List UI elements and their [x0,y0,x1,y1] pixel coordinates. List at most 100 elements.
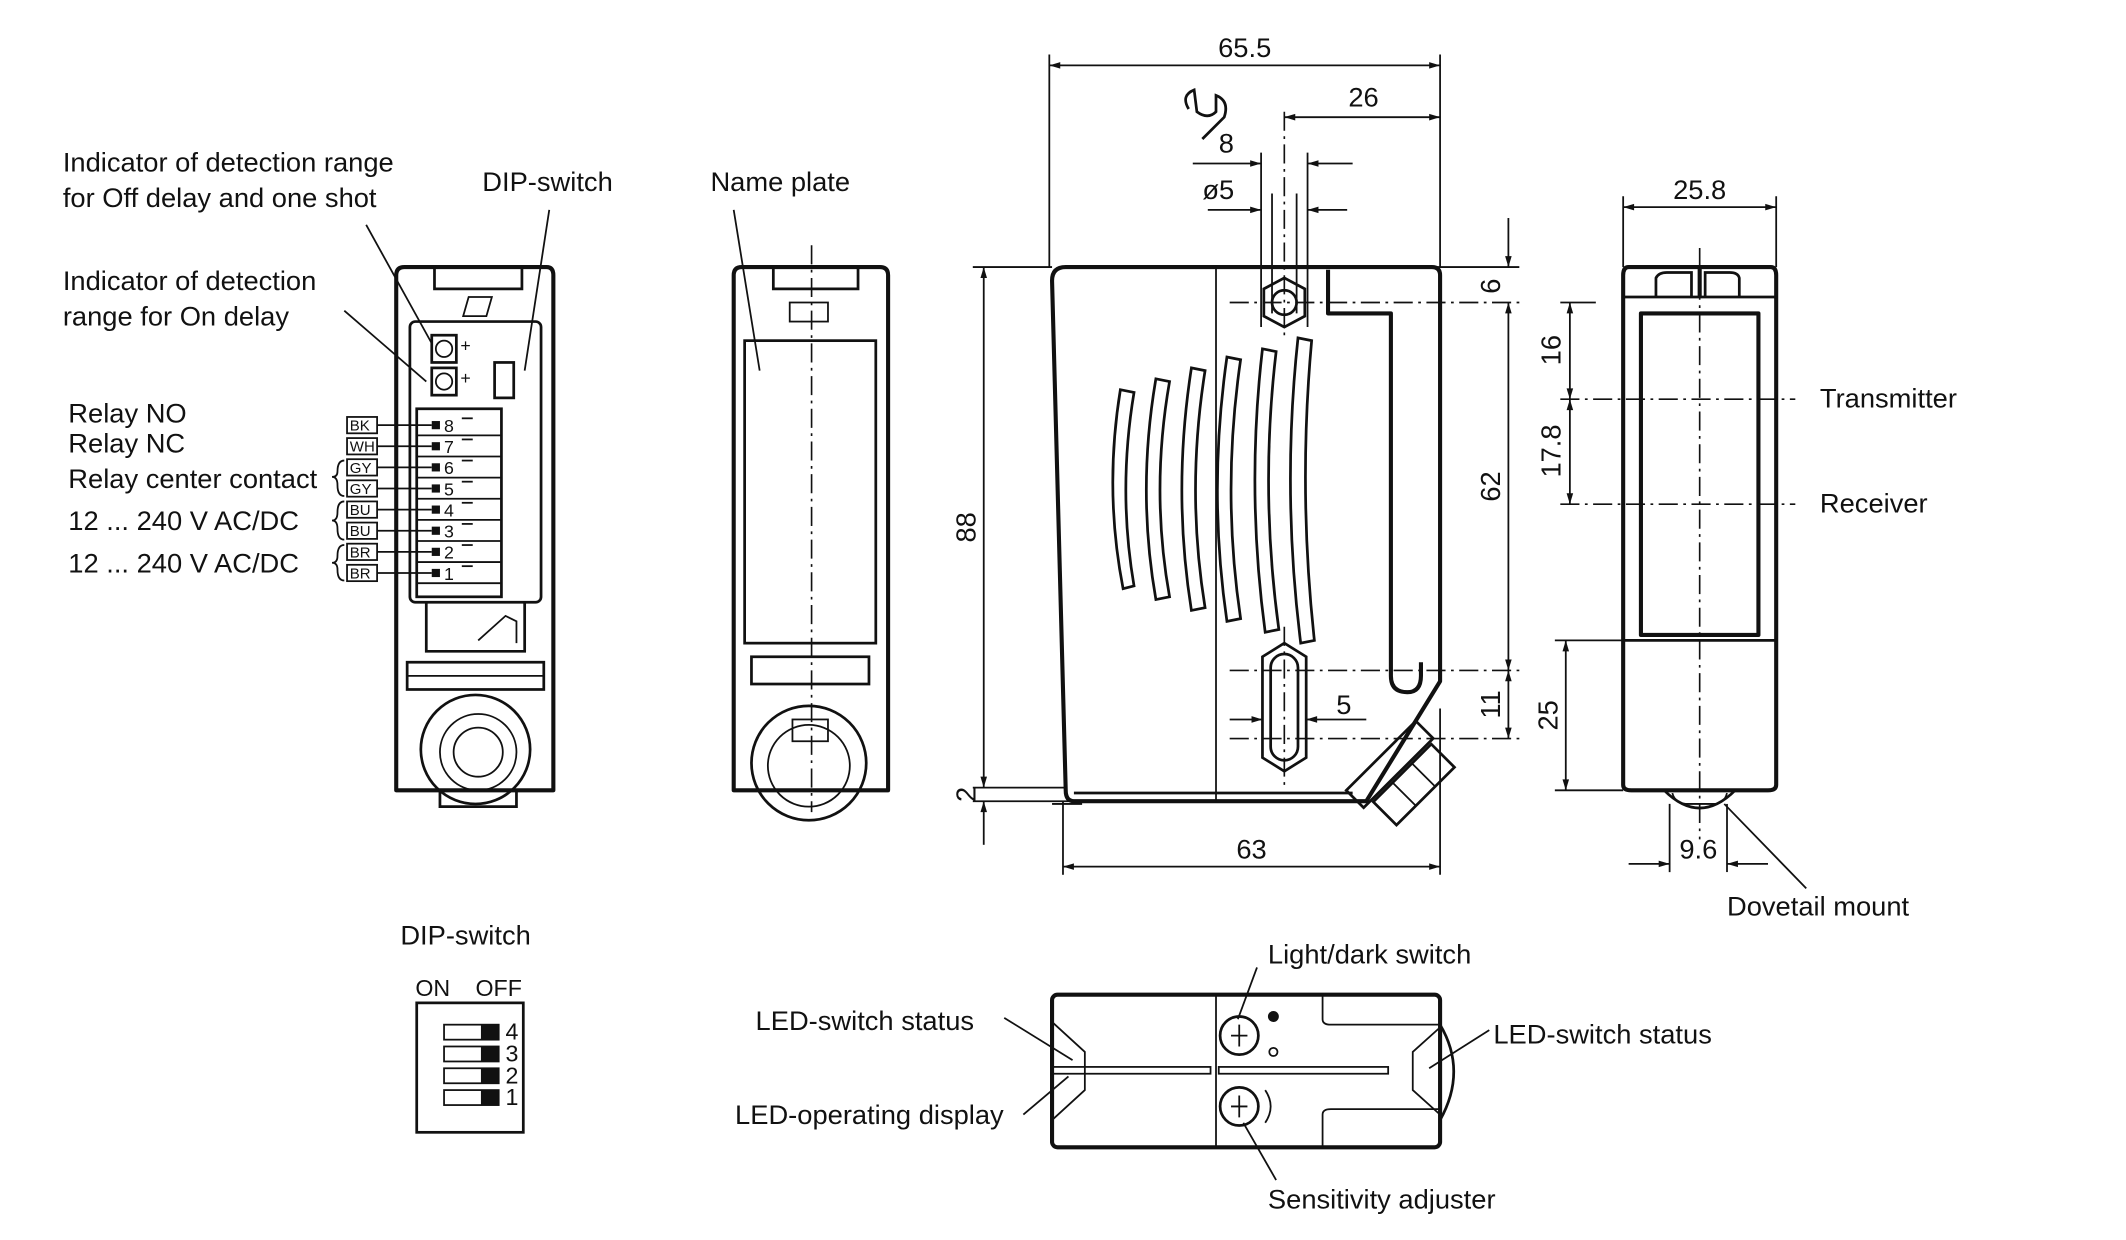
dim-slot-width: 5 [1336,689,1351,720]
side-view-mount-slot [1325,269,1424,695]
optical-window-arcs [1111,336,1316,645]
terminal-pin-number: 8 [444,416,454,436]
terminal-compartment [408,320,543,604]
dim-hole-offset: 26 [1348,81,1378,112]
dip-switch-item[interactable]: 1 [443,1084,518,1110]
name-plate-housing [731,265,891,793]
leader-led-switch-left [1003,1017,1074,1061]
function-relay-nc: Relay NC [68,427,185,458]
dip-switch-title: DIP-switch [400,919,530,950]
leader-dovetail [1723,803,1807,890]
terminal-pin-number: 3 [444,522,454,542]
leader-name-plate [732,209,761,371]
function-supply-1: 12 ... 240 V AC/DC [68,505,299,536]
wire-color-label: WH [350,439,375,456]
connector-rib-1 [1392,782,1417,807]
leader-sensitivity [1242,1122,1277,1181]
leader-dip-switch [523,209,551,371]
label-transmitter: Transmitter [1820,382,1957,413]
dip-switch-knob[interactable] [480,1046,499,1062]
leader-led-switch-right [1428,1029,1490,1070]
housing-clip [433,267,524,291]
light-indicator-dot-icon [1268,1046,1279,1057]
terminal-pin-number: 1 [444,564,454,584]
name-plate [743,339,878,645]
leader-led-operating [1022,1075,1070,1116]
cable-gland [419,693,532,806]
wire-color-label: BK [350,418,370,435]
terminal-screw-icon [431,442,440,451]
connector-flange [1344,719,1436,810]
label-led-switch-status-left: LED-switch status [756,1005,974,1036]
dim-top-offset: 6 [1475,279,1506,294]
dip-switch-number: 2 [506,1062,519,1088]
terminal-pin-number: 4 [444,500,454,520]
dovetail-inner [1671,792,1728,805]
wire-color-label: BU [350,502,371,519]
dim-slot-offset: 11 [1475,690,1506,718]
dip-switch-knob[interactable] [480,1024,499,1040]
dim-base-step: 2 [951,787,982,802]
dip-switch-knob[interactable] [480,1068,499,1084]
name-plate-view: Name plate [710,166,891,822]
callout-indicator-on-delay-line2: range for On delay [63,301,290,332]
pot-on-delay-knob-icon [434,372,454,391]
latch-tab [477,614,518,644]
brace-relay-center [331,459,345,497]
leader-off-delay [365,224,433,344]
dip-switch-knob[interactable] [480,1090,499,1106]
terminal-row: BR 2 [346,543,502,563]
latch [424,602,527,653]
sensitivity-adjuster-cross-icon [1231,1095,1248,1118]
pot-mark-1: + [460,336,470,356]
front-view-housing [1621,265,1779,793]
dip-switch-item[interactable]: 3 [443,1040,519,1066]
front-view-cap-right [1703,271,1741,298]
housing-outline [394,265,556,793]
function-supply-2: 12 ... 240 V AC/DC [68,547,299,578]
terminal-screw-icon [431,547,440,556]
name-plate-gland-inner [766,724,851,808]
sensitivity-adjuster-icon[interactable] [1218,1085,1260,1127]
pot-off-delay [430,333,458,364]
front-view: Transmitter Receiver 25.8 16 17.8 25 9.6… [1533,174,1957,922]
cable-gland-inner [439,713,518,792]
terminal-pin-number: 2 [444,543,454,563]
dim-overall-height: 88 [951,512,982,542]
label-led-switch-status-right: LED-switch status [1493,1019,1711,1050]
name-plate-tab [788,301,829,323]
dip-switch-item[interactable]: 4 [443,1019,519,1045]
terminal-row: BK 8 [346,416,502,437]
function-relay-center: Relay center contact [68,463,317,494]
terminal-screw-icon [431,526,440,535]
callout-indicator-off-delay-line1: Indicator of detection range [63,147,394,178]
top-view-groove-left [1051,1066,1212,1075]
dim-top-to-transmitter: 16 [1535,335,1566,365]
label-light-dark-switch: Light/dark switch [1268,938,1471,969]
dim-dovetail-width: 9.6 [1679,833,1717,864]
side-view-connector [1344,719,1457,827]
dim-hole-diameter: ø5 [1202,174,1234,205]
dip-switch-item[interactable]: 2 [443,1062,519,1088]
terminal-screw-icon [431,568,440,578]
brace-supply-2 [331,544,345,582]
terminal-pin-number: 6 [444,458,454,478]
name-plate-gland [750,704,868,822]
wire-color-label: BR [350,544,371,561]
label-receiver: Receiver [1820,487,1928,518]
top-view-step-bottom [1321,1108,1441,1148]
connector-body [1371,742,1457,827]
pot-on-delay [430,366,458,397]
wrench-icon [1184,88,1228,140]
terminal-row: BU 4 [346,500,502,521]
dip-switch-number: 3 [506,1040,519,1066]
light-dark-switch-cross-icon [1231,1024,1248,1047]
dip-switch-block [493,361,516,400]
